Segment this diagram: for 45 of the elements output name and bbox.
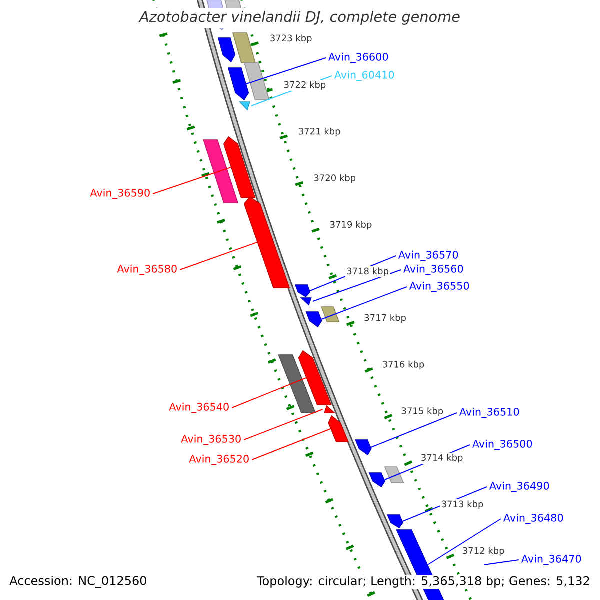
gene-label: Avin_36510 [460, 408, 520, 418]
tick-label: 3719 kbp [328, 220, 374, 231]
tick-label: 3714 kbp [420, 452, 464, 464]
gene-label: Avin_36580 [117, 264, 177, 276]
leader-line [321, 286, 408, 320]
leader-line [232, 378, 307, 408]
tick-label: 3723 kbp [268, 33, 314, 45]
leader-line [370, 412, 458, 448]
gene-feature [355, 440, 372, 456]
gene-label: Avin_36490 [490, 482, 550, 492]
gene-label: Avin_36480 [504, 514, 564, 524]
tick-label: 3712 kbp [461, 546, 506, 558]
leader-line [252, 428, 332, 460]
leader-line [180, 242, 258, 270]
gene-feature [387, 514, 404, 529]
gene-block [321, 306, 340, 322]
gene-label: Avin_36600 [328, 52, 388, 64]
gene-label: Avin_36540 [169, 402, 229, 414]
tick-label: 3718 kbp [345, 266, 390, 278]
leader-line [312, 270, 402, 302]
gene-label: Avin_36560 [404, 264, 464, 276]
gene-block [278, 354, 316, 414]
gene-block [203, 140, 239, 204]
gene-label: Avin_36520 [189, 454, 249, 466]
gene-label: Avin_60410 [334, 70, 394, 82]
leader-line [152, 167, 232, 194]
tick-label: 3721 kbp [297, 126, 342, 138]
leader-line [246, 58, 326, 84]
gene-label: Avin_36570 [398, 250, 458, 262]
gene-label: Avin_36470 [522, 554, 582, 566]
tick-label: 3717 kbp [362, 313, 408, 324]
genome-summary: Topology: circular; Length: 5,365,318 bp; Genes: 5,132 [256, 575, 592, 589]
leader-line [427, 518, 502, 566]
tick-label: 3713 kbp [440, 499, 485, 511]
gene-label: Avin_36590 [90, 188, 150, 200]
tick-label: 3715 kbp [400, 406, 445, 418]
tick-label: 3722 kbp [282, 80, 328, 92]
accession-text: Accession: NC_012560 [8, 574, 148, 590]
gene-label: Avin_36550 [410, 282, 470, 292]
leader-line [244, 409, 324, 440]
tick-label: 3720 kbp [312, 173, 358, 184]
tick-label: 3716 kbp [381, 360, 426, 371]
gene-label: Avin_36500 [472, 440, 532, 450]
leader-line [484, 560, 520, 566]
gene-label: Avin_36530 [181, 434, 241, 446]
